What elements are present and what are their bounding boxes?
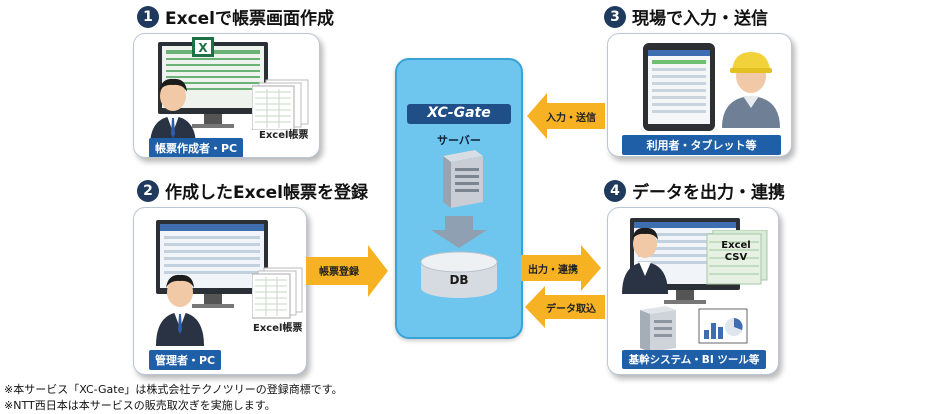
person-icon: [150, 78, 196, 146]
step-title-text: 現場で入力・送信: [632, 9, 768, 29]
input-send-arrow: [527, 93, 605, 139]
person-icon: [156, 274, 204, 346]
tablet-icon: [643, 43, 715, 131]
import-arrow-label: データ取込: [546, 304, 596, 315]
xc-gate-logo-text: XC-Gate: [427, 105, 491, 121]
output-arrow-label: 出力・連携: [528, 265, 578, 276]
down-arrow-icon: [431, 216, 487, 248]
step-2-role-label: 管理者・PC: [149, 350, 222, 370]
register-arrow: [306, 245, 388, 297]
svg-text:X: X: [198, 41, 208, 55]
register-arrow-label: 帳票登録: [319, 267, 359, 278]
output-arrow: [521, 245, 601, 291]
xc-gate-server-column: XC-Gate サーバー DB: [395, 58, 523, 339]
footnote-distribution: ※NTT西日本は本サービスの販売取次ぎを実施します。: [4, 399, 276, 412]
db-label: DB: [449, 273, 469, 287]
step-1-panel: X Excel帳票 帳票作成者・PC: [133, 33, 320, 158]
server-label: サーバー: [437, 134, 481, 147]
step-1-title: 1 Excelで帳票画面作成: [137, 4, 334, 29]
person-icon: [622, 227, 668, 294]
step-3-panel: 利用者・タブレット等: [607, 33, 792, 157]
file-type-excel: Excel: [721, 240, 751, 251]
step-1-role-label: 帳票作成者・PC: [149, 138, 244, 157]
excel-sheet-icon: [252, 79, 309, 130]
step-3-role-label: 利用者・タブレット等: [622, 135, 781, 155]
step-2-panel: Excel帳票 管理者・PC: [133, 207, 307, 375]
step-number-badge: 1: [137, 5, 159, 28]
input-send-arrow-label: 入力・送信: [546, 113, 596, 124]
step-2-title: 2 作成したExcel帳票を登録: [137, 178, 368, 203]
step-4-panel: Excel CSV 基幹システム・BI ツール等: [607, 207, 779, 375]
excel-sheet-caption: Excel帳票: [253, 323, 303, 334]
excel-logo-icon: X: [192, 37, 214, 57]
step-number-badge: 3: [604, 5, 626, 28]
database-icon: [420, 251, 498, 298]
step-4-title: 4 データを出力・連携: [604, 178, 785, 203]
step-number-badge: 4: [604, 179, 626, 202]
step-4-role-label: 基幹システム・BI ツール等: [622, 350, 766, 369]
step-title-text: データを出力・連携: [632, 183, 785, 203]
import-arrow: [525, 286, 605, 328]
step-3-title: 3 現場で入力・送信: [604, 4, 768, 29]
footnote-trademark: ※本サービス「XC-Gate」は株式会社テクノツリーの登録商標です。: [4, 383, 343, 396]
server-icon: [443, 150, 483, 208]
bi-chart-icon: [698, 308, 748, 344]
file-type-csv: CSV: [724, 252, 748, 263]
xc-gate-logo: [407, 104, 511, 124]
excel-sheet-caption: Excel帳票: [259, 130, 309, 141]
step-title-text: 作成したExcel帳票を登録: [165, 183, 369, 203]
excel-csv-caption: Excel CSV: [716, 240, 756, 264]
step-title-text: Excelで帳票画面作成: [165, 9, 335, 29]
server-rack-icon: [640, 306, 676, 352]
excel-csv-file-icon: [706, 230, 768, 285]
worker-icon: [722, 52, 780, 128]
step-number-badge: 2: [137, 179, 159, 202]
excel-sheet-icon: [252, 267, 303, 319]
